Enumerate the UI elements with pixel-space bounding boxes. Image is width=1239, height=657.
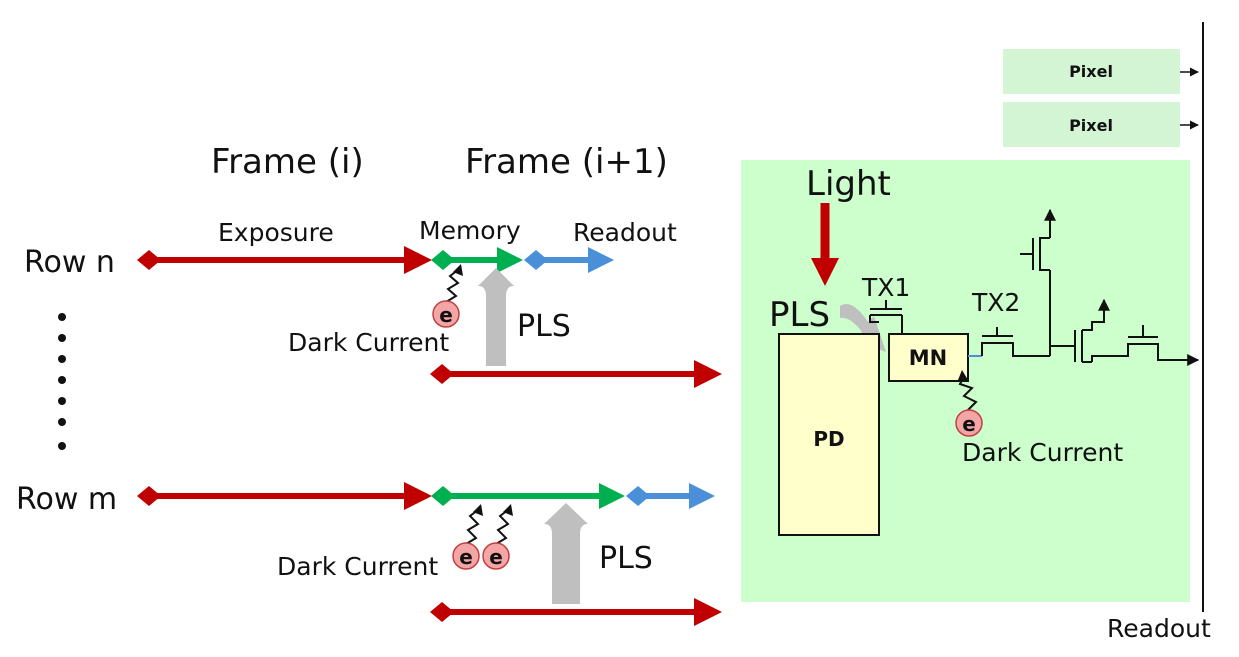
pd-box bbox=[778, 333, 880, 536]
row-select-transistor bbox=[1091, 325, 1200, 366]
row-m-exposure-arrow bbox=[137, 482, 432, 510]
pls-label-2: PLS bbox=[599, 541, 653, 576]
light-label: Light bbox=[806, 164, 891, 204]
row-m-electron-1-label: e bbox=[459, 545, 473, 569]
mn-box bbox=[888, 333, 969, 382]
pls-arrow-2 bbox=[544, 503, 588, 604]
circuit-dark-current-label: Dark Current bbox=[962, 438, 1123, 467]
pls-circuit-label: PLS bbox=[769, 295, 830, 335]
row-m-label: Row m bbox=[16, 482, 117, 517]
row-m-electron-1: e bbox=[452, 504, 483, 570]
row-m-next-exposure-arrow bbox=[430, 598, 722, 626]
readout-bus-label: Readout bbox=[1107, 614, 1211, 643]
row-n-next-exposure-arrow bbox=[430, 360, 722, 388]
mn-label: MN bbox=[909, 346, 947, 370]
pixel-box-top: Pixel bbox=[1003, 49, 1199, 94]
row-n-readout-arrow bbox=[524, 247, 614, 273]
row-n-label: Row n bbox=[24, 245, 115, 280]
pixel-box-bottom-label: Pixel bbox=[1069, 116, 1113, 135]
source-follower-transistor bbox=[1050, 298, 1110, 363]
row-m-memory-arrow bbox=[431, 483, 625, 509]
pixel-box-bottom: Pixel bbox=[1003, 102, 1199, 147]
tx2-label: TX2 bbox=[971, 288, 1020, 317]
row-m-electron-2: e bbox=[482, 504, 513, 570]
pixel-box-top-label: Pixel bbox=[1069, 62, 1113, 81]
dark-current-label-2: Dark Current bbox=[277, 552, 438, 581]
reset-transistor bbox=[1020, 208, 1056, 356]
pd-label: PD bbox=[813, 427, 844, 451]
row-n-electron-label: e bbox=[439, 303, 453, 327]
memory-label: Memory bbox=[419, 216, 521, 245]
readout-label: Readout bbox=[573, 218, 677, 247]
row-n-electron: e bbox=[432, 264, 463, 328]
tx1-label: TX1 bbox=[861, 273, 910, 302]
tx2-transistor bbox=[968, 327, 1050, 357]
circuit-electron: e bbox=[955, 370, 983, 437]
exposure-label: Exposure bbox=[218, 218, 334, 247]
circuit-electron-label: e bbox=[962, 412, 976, 436]
row-ellipsis-dots bbox=[58, 313, 66, 450]
frame-i1-label: Frame (i+1) bbox=[465, 142, 668, 182]
light-arrow bbox=[811, 203, 839, 286]
frame-i-label: Frame (i) bbox=[211, 142, 364, 182]
row-m-readout-arrow bbox=[626, 483, 715, 509]
pls-label-1: PLS bbox=[517, 309, 571, 344]
row-m-electron-2-label: e bbox=[489, 545, 503, 569]
dark-current-label-1: Dark Current bbox=[288, 328, 449, 357]
row-n-exposure-arrow bbox=[137, 246, 432, 274]
tx1-transistor bbox=[869, 300, 903, 334]
pls-arrow-1 bbox=[478, 268, 514, 366]
row-n-memory-arrow bbox=[431, 247, 523, 273]
